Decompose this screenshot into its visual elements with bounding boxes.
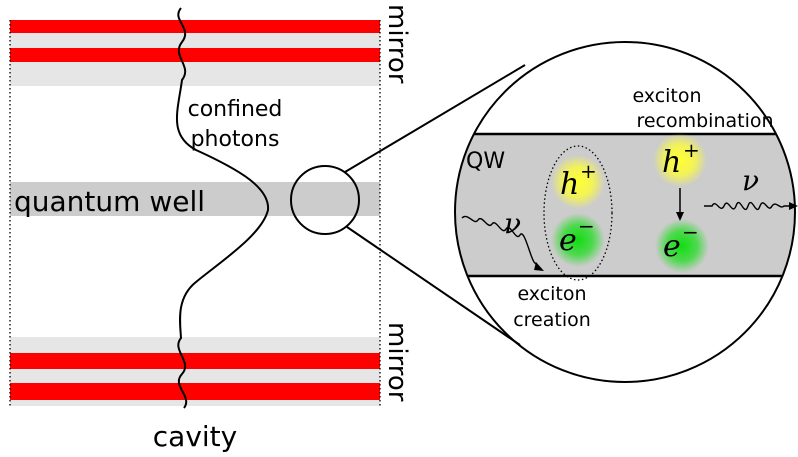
electron-charge-sign: − [682, 220, 699, 244]
electron-glow-icon [655, 219, 709, 273]
electron-symbol: e [663, 229, 681, 264]
exciton-recombination-label-line2: recombination [636, 110, 773, 132]
mirror-layer-red [10, 353, 380, 369]
cavity-label: cavity [153, 420, 237, 453]
mirror-layer-red [10, 383, 380, 400]
zoom-quantum-well-layer [455, 134, 795, 276]
mirror-layer-gray [10, 400, 380, 406]
incoming-photon-symbol: ν [504, 207, 521, 240]
mirror-label-bottom: mirror [382, 322, 412, 402]
recombination-arrowhead [676, 212, 684, 221]
emitted-photon-wavy-arrow [704, 201, 790, 211]
exciton-recombination-label-line1: exciton [632, 85, 701, 107]
hole-glow-icon [653, 133, 707, 187]
electron-symbol: e [559, 223, 577, 258]
zoom-source-circle [290, 165, 360, 235]
hole-symbol: h [662, 145, 681, 180]
mirror-layer-gray [10, 369, 380, 383]
emitted-photon-arrowhead [789, 202, 798, 210]
electron-charge-sign: − [578, 214, 595, 238]
hole-charge-sign: + [580, 159, 597, 183]
incoming-photon: ν [461, 207, 544, 271]
bound-exciton-outline [543, 145, 613, 281]
bound-electron: e − [551, 213, 605, 267]
qw-label: QW [466, 149, 505, 174]
top-mirror-stack [10, 20, 380, 86]
mirror-layer-gray [10, 337, 380, 353]
zoom-lens-content [455, 132, 795, 278]
emitted-photon: ν [704, 164, 798, 211]
mirror-layer-gray [10, 62, 380, 86]
zoom-connector-bottom [346, 226, 521, 346]
emitted-photon-symbol: ν [742, 164, 759, 197]
electron-glow-icon [551, 213, 605, 267]
bottom-mirror-stack [10, 337, 380, 406]
mirror-label-top: mirror [382, 4, 412, 84]
zoom-connector-top [344, 64, 526, 173]
bound-hole: h + [551, 155, 605, 209]
quantum-well-layer [10, 182, 380, 216]
confined-photons-label-line1: confined [188, 97, 283, 122]
hole-symbol: h [560, 167, 579, 202]
mirror-layer-red [10, 20, 380, 33]
hole-charge-sign: + [683, 138, 700, 162]
exciton-creation-label-line2: creation [513, 309, 591, 331]
confined-photon-wave [176, 7, 270, 409]
recombining-hole: h + [653, 133, 707, 187]
exciton-creation-label-line1: exciton [517, 283, 586, 305]
mirror-layer-red [10, 48, 380, 62]
confined-photons-label-line2: photons [191, 127, 280, 152]
mirror-layer-gray [10, 33, 380, 48]
incoming-photon-wavy-arrow [461, 215, 541, 269]
zoom-lens-circle [454, 41, 796, 383]
recombining-electron: e − [655, 219, 709, 273]
incoming-photon-arrowhead [534, 262, 544, 271]
quantum-well-label: quantum well [14, 185, 205, 218]
hole-glow-icon [551, 155, 605, 209]
